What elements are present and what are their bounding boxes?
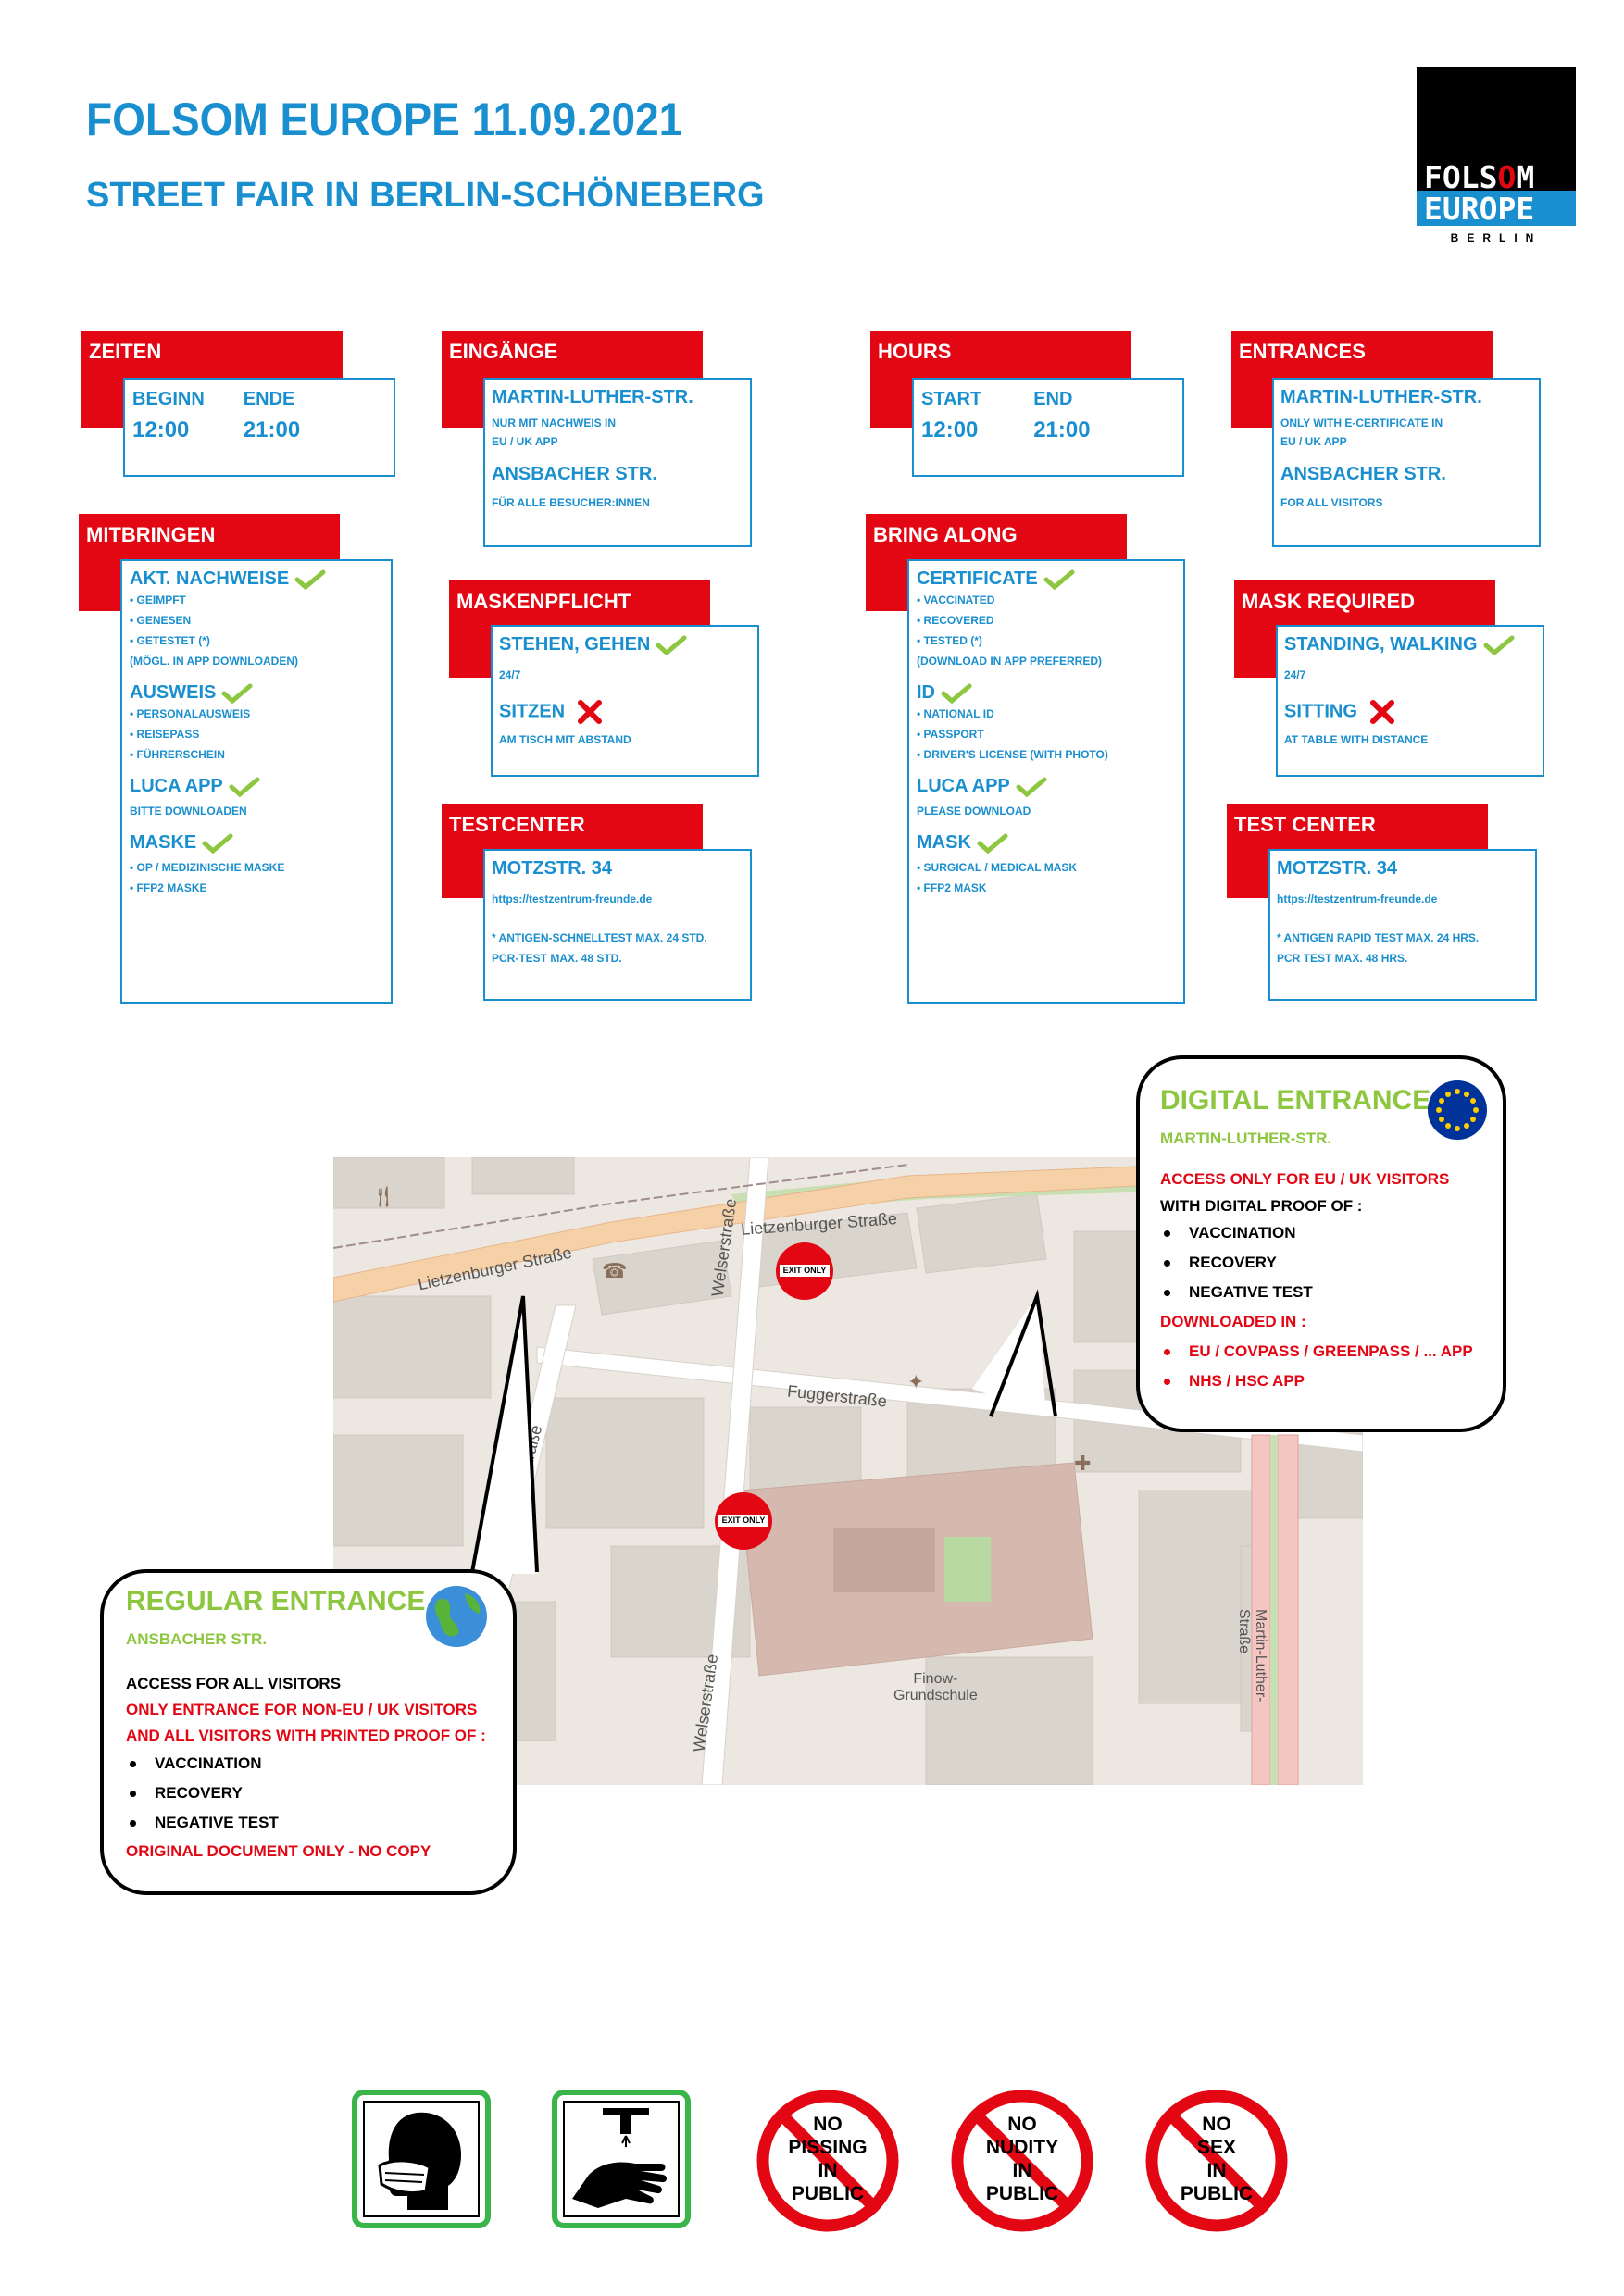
- mitbringen-box: AKT. NACHWEISE • GEIMPFT • GENESEN • GET…: [120, 559, 393, 1004]
- school-icon: ✦: [907, 1370, 925, 1393]
- check-icon: [294, 569, 326, 590]
- eingaenge-box: MARTIN-LUTHER-STR. NUR MIT NACHWEIS IN E…: [483, 378, 752, 547]
- cross-icon: [1369, 700, 1394, 724]
- check-icon: [941, 683, 972, 704]
- start-label: BEGINN: [132, 389, 205, 409]
- regular-entrance-bubble: REGULAR ENTRANCE ANSBACHER STR. ACCESS F…: [100, 1569, 517, 1895]
- globe-icon: [426, 1586, 487, 1647]
- testcenter-box: MOTZSTR. 34 https://testzentrum-freunde.…: [483, 849, 752, 1001]
- check-icon: [229, 777, 260, 797]
- hand-disinfection-icon: [552, 2090, 691, 2228]
- page-title: FOLSOM EUROPE 11.09.2021: [86, 94, 683, 145]
- test-center-box: MOTZSTR. 34 https://testzentrum-freunde.…: [1268, 849, 1537, 1001]
- zeiten-box: BEGINN 12:00 ENDE 21:00: [123, 378, 395, 477]
- digital-entrance-bubble: DIGITAL ENTRANCE MARTIN-LUTHER-STR. ACCE…: [1136, 1055, 1506, 1432]
- cross-icon: [578, 700, 603, 724]
- check-icon: [202, 833, 233, 854]
- check-icon: [1016, 777, 1047, 797]
- end-time: 21:00: [243, 418, 301, 443]
- check-icon: [656, 635, 687, 655]
- check-icon: [221, 683, 253, 704]
- phone-icon: ☎︎: [602, 1259, 628, 1282]
- start-time: 12:00: [132, 418, 190, 443]
- maskenpflicht-box: STEHEN, GEHEN 24/7 SITZEN AM TISCH MIT A…: [491, 625, 759, 777]
- end-label: ENDE: [243, 389, 295, 409]
- exit-only-marker-north: EXIT ONLY: [776, 1242, 833, 1300]
- check-icon: [1043, 569, 1075, 590]
- bubble-tails: [470, 1289, 1057, 1574]
- mask-wearing-icon: [352, 2090, 491, 2228]
- restaurant-icon: 🍴︎: [370, 1185, 396, 1208]
- page-subtitle: STREET FAIR IN BERLIN-SCHÖNEBERG: [86, 176, 765, 215]
- mask-required-box: STANDING, WALKING 24/7 SITTING AT TABLE …: [1276, 625, 1544, 777]
- test-center-url[interactable]: https://testzentrum-freunde.de: [1277, 892, 1438, 905]
- end-label: END: [1033, 389, 1073, 409]
- school-label: Finow-Grundschule: [893, 1671, 978, 1703]
- check-icon: [977, 833, 1008, 854]
- folsom-europe-logo: FOLSOM EUROPE BERLIN: [1417, 67, 1576, 248]
- start-time: 12:00: [921, 418, 979, 443]
- start-label: START: [921, 389, 982, 409]
- end-time: 21:00: [1033, 418, 1091, 443]
- testcenter-url[interactable]: https://testzentrum-freunde.de: [492, 892, 653, 905]
- check-icon: [1483, 635, 1515, 655]
- hours-box: START 12:00 END 21:00: [912, 378, 1184, 477]
- eu-flag-icon: [1428, 1080, 1487, 1140]
- bring-along-box: CERTIFICATE • VACCINATED • RECOVERED • T…: [907, 559, 1185, 1004]
- doctor-icon: ✚: [1074, 1452, 1092, 1475]
- street-label-martin-luther: Martin-Luther-Straße: [1236, 1609, 1268, 1703]
- entrances-box: MARTIN-LUTHER-STR. ONLY WITH E-CERTIFICA…: [1272, 378, 1541, 547]
- exit-only-marker-south: EXIT ONLY: [715, 1492, 772, 1550]
